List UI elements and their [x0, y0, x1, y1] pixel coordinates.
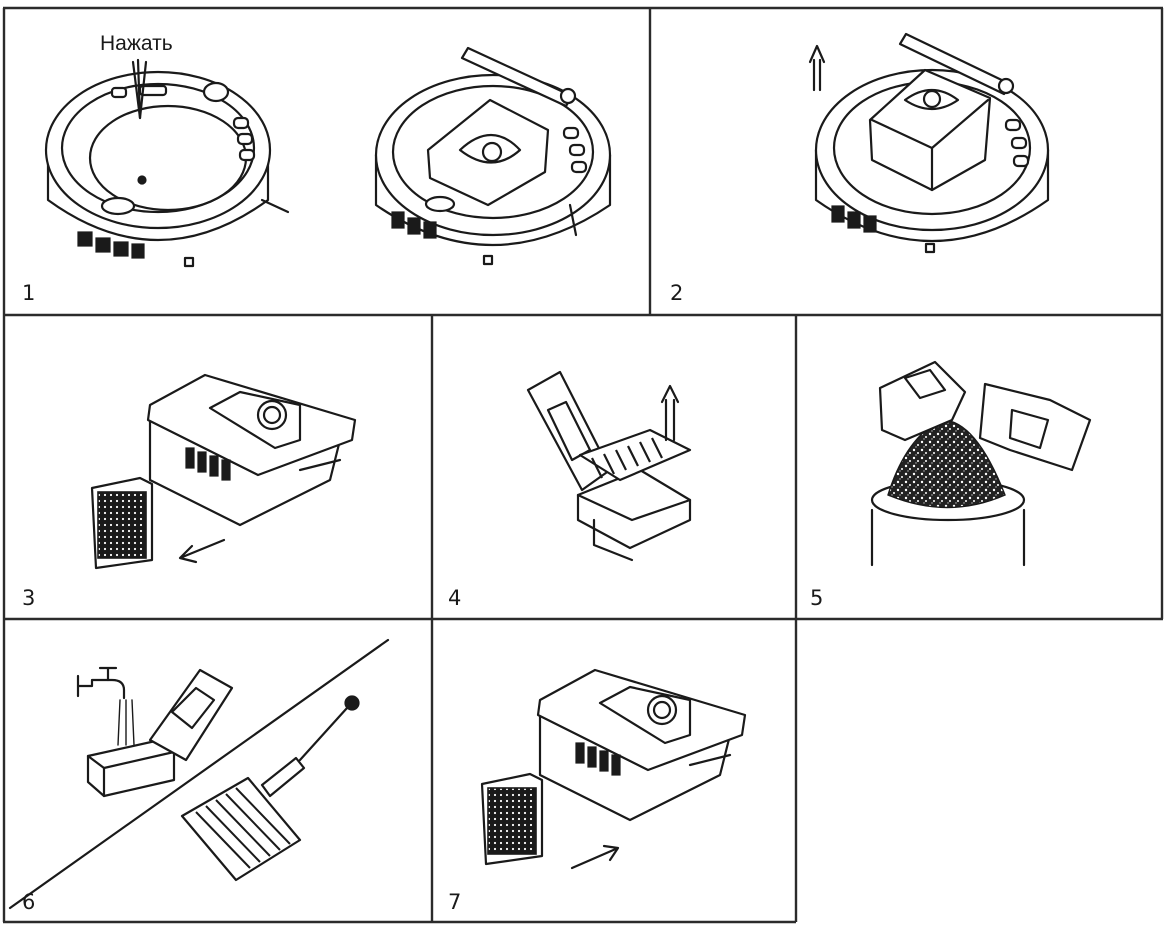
- robot-vacuum-closed: [46, 60, 288, 266]
- panel-3-illustration: [92, 375, 355, 568]
- step-number-5: 5: [810, 588, 823, 609]
- panel-6-illustration: [10, 640, 388, 908]
- panel-4-illustration: [528, 372, 690, 560]
- step-number-4: 4: [448, 588, 461, 609]
- robot-vacuum-open: [376, 48, 610, 264]
- step-number-3: 3: [22, 588, 35, 609]
- panel-7-illustration: [482, 670, 745, 868]
- step-number-1: 1: [22, 283, 35, 304]
- step-number-2: 2: [670, 283, 683, 304]
- step-number-6: 6: [22, 892, 35, 913]
- step-number-7: 7: [448, 892, 461, 913]
- panel-1-illustration: [46, 48, 610, 266]
- press-annotation: Нажать: [100, 32, 173, 55]
- panel-5-illustration: [872, 362, 1090, 565]
- panel-2-illustration: [810, 34, 1048, 252]
